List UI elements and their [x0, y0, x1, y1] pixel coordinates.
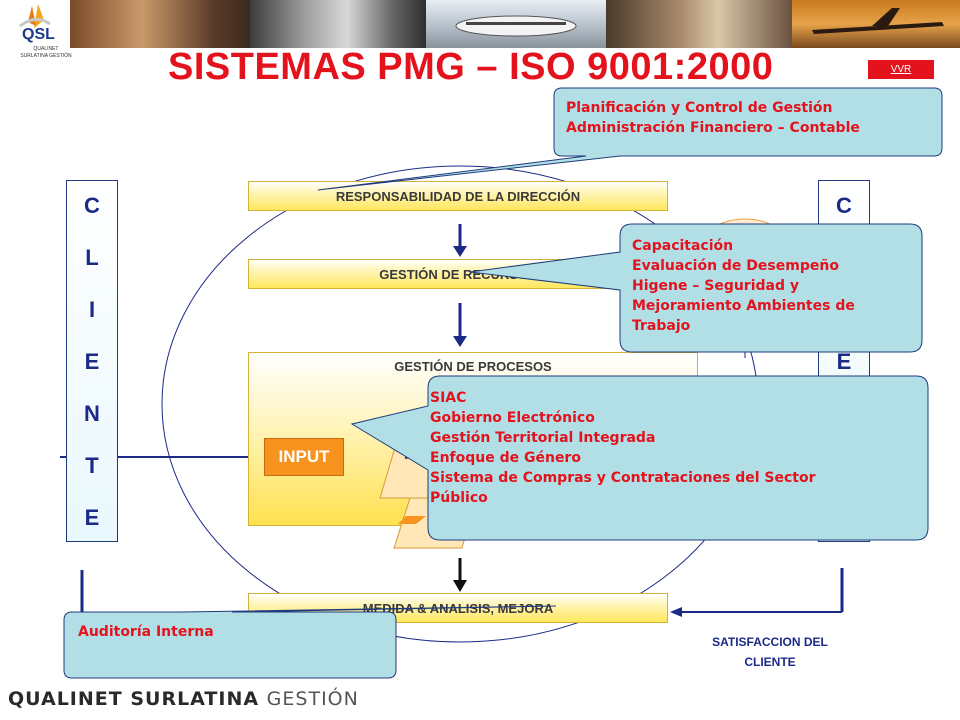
logo-subtitle: QUALINET SURLATINA GESTIÓN: [20, 46, 72, 59]
footer-brand-light: GESTIÓN: [266, 688, 359, 710]
client-letter: C: [84, 193, 100, 218]
arrow-left-icon: [670, 607, 682, 617]
header-photo-people: [250, 0, 426, 48]
callout-siac: [350, 375, 929, 541]
client-letter: L: [85, 245, 99, 270]
callout-line: Gestión Territorial Integrada: [430, 430, 656, 446]
arrow-down-icon: [453, 246, 467, 257]
arrow-down-icon: [453, 336, 467, 347]
callout-planificacion-text: Planificación y Control de Gestión Admin…: [566, 98, 860, 138]
callout-line: Mejoramiento Ambientes de: [632, 298, 855, 314]
page-title: SISTEMAS PMG – ISO 9001:2000: [168, 46, 774, 88]
qsl-logo-mark: [19, 4, 51, 28]
callout-capacitacion: [469, 223, 923, 353]
callout-auditoria: [63, 605, 557, 679]
client-letter: C: [836, 193, 852, 218]
client-letter: I: [88, 297, 96, 322]
header-photo-airplane-sunset: [792, 0, 960, 48]
callout-line: Administración Financiero – Contable: [566, 120, 860, 136]
callout-planificacion: [317, 87, 943, 191]
callout-capacitacion-text: Capacitación Evaluación de Desempeño Hig…: [632, 236, 855, 336]
callout-line: Evaluación de Desempeño: [632, 258, 839, 274]
logo-text: QSL: [22, 26, 55, 43]
input-box: INPUT: [264, 438, 344, 476]
callout-line: Planificación y Control de Gestión: [566, 100, 833, 116]
vvr-link[interactable]: VVR: [868, 60, 934, 79]
header-photo-workers: [606, 0, 792, 48]
header-photo-presentation: [70, 0, 250, 48]
qsl-logo: QSL QUALINET SURLATINA GESTIÓN: [0, 0, 72, 70]
callout-line: Higene – Seguridad y: [632, 278, 800, 294]
arrow-down-icon: [453, 580, 467, 592]
callout-line: Sistema de Compras y Contrataciones del …: [430, 470, 816, 486]
header-photo-jet: [426, 0, 606, 48]
client-letter: E: [84, 505, 100, 530]
satisfaccion-label: SATISFACCION DEL CLIENTE: [712, 635, 828, 669]
jet-icon: [455, 15, 577, 37]
airplane-icon: [812, 8, 944, 34]
client-column-left: C L I E N T E: [66, 180, 118, 542]
callout-line: Enfoque de Género: [430, 450, 581, 466]
client-letter: E: [836, 349, 852, 374]
callout-line: Trabajo: [632, 318, 691, 334]
bar-procesos: GESTIÓN DE PROCESOS: [394, 359, 552, 374]
callout-line: Gobierno Electrónico: [430, 410, 595, 426]
callout-line: Capacitación: [632, 238, 734, 254]
footer-brand-bold: QUALINET SURLATINA: [8, 688, 260, 710]
callout-siac-text: SIAC Gobierno Electrónico Gestión Territ…: [430, 388, 815, 508]
client-letter: T: [85, 453, 99, 478]
callout-line: SIAC: [430, 390, 467, 406]
client-letter: N: [84, 401, 100, 426]
bar-responsabilidad: RESPONSABILIDAD DE LA DIRECCIÓN: [248, 181, 668, 211]
client-letter: E: [84, 349, 100, 374]
callout-line: Público: [430, 490, 488, 506]
footer-brand: QUALINET SURLATINA GESTIÓN: [8, 688, 359, 710]
callout-auditoria-text: Auditoría Interna: [78, 624, 214, 640]
